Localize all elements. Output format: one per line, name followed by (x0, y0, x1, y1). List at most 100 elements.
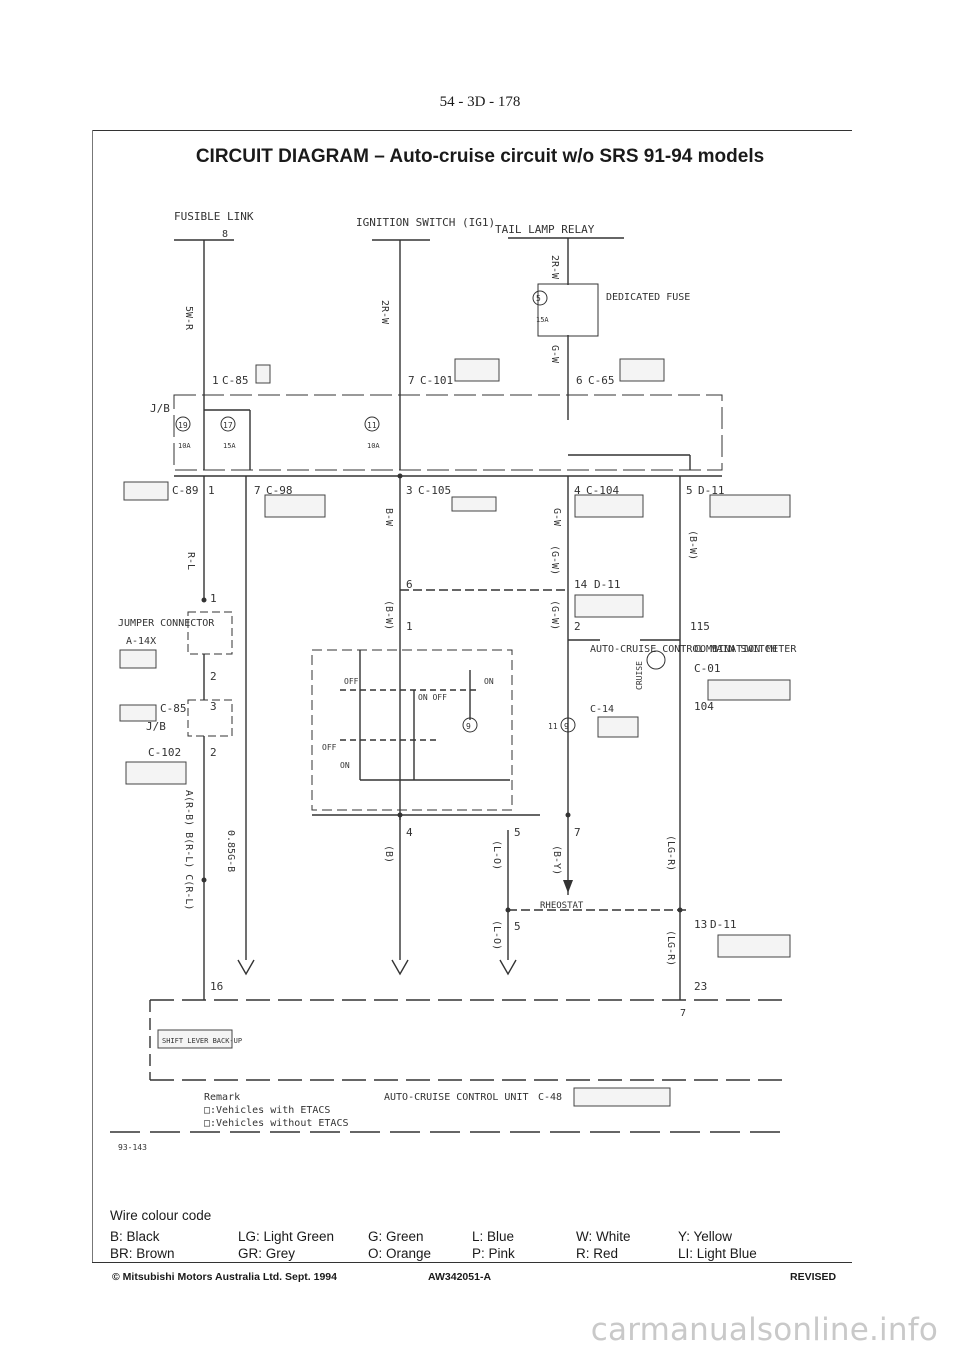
connector-label: D-11 (698, 484, 725, 497)
connector-label: C-102 (148, 746, 181, 759)
wire-label: (B-W) (383, 600, 394, 630)
wire-label: 2R-W (549, 255, 560, 280)
remark-title: Remark (204, 1092, 240, 1103)
legend-entry: R: Red (576, 1246, 619, 1261)
pin-label: 6 (406, 578, 413, 591)
control-unit-label: AUTO-CRUISE CONTROL UNIT (384, 1092, 529, 1103)
wire-label: 2R-W (379, 300, 390, 325)
legend-entry: W: White (576, 1229, 631, 1244)
connector-label: C-01 (694, 662, 721, 675)
connector-label: C-105 (418, 484, 451, 497)
wire-label: (L-O) (491, 920, 502, 950)
pin-label: 7 (574, 826, 581, 839)
shift-lever-label: SHIFT LEVER BACK-UP (162, 1037, 242, 1045)
frame-bottom-border (92, 1262, 852, 1263)
wire-label: R-L (185, 552, 196, 570)
feed-ignition-switch: IGNITION SWITCH (IG1) (356, 216, 495, 229)
remark-line-2: □:Vehicles without ETACS (204, 1118, 349, 1129)
jb-label: J/B (150, 402, 170, 415)
pin-label: 7 (254, 484, 261, 497)
switch-on-label-2: ON (340, 761, 350, 770)
pin-label: 115 (690, 620, 710, 633)
wire-label: (B) (383, 845, 394, 863)
wire-label: G-W (549, 345, 560, 364)
pin-label: 13 (694, 918, 707, 931)
footer-status: REVISED (790, 1271, 837, 1283)
fuse-amps: 15A (536, 316, 549, 324)
legend-entry: GR: Grey (238, 1246, 296, 1261)
legend-table: B: Black LG: Light Green G: Green L: Blu… (110, 1228, 757, 1262)
wire-label: (LG-R) (665, 930, 676, 966)
fuse-number: 19 (178, 421, 188, 430)
rheostat-label: RHEOSTAT (540, 901, 584, 911)
pin-label: 1 (406, 620, 413, 633)
fuse-number: 17 (223, 421, 233, 430)
pin-label: 16 (210, 980, 223, 993)
connector-label: D-11 (710, 918, 737, 931)
pin-label: 1 (212, 374, 219, 387)
pin-label: 104 (694, 700, 714, 713)
pin-label: 7 (680, 1008, 686, 1019)
connector-label: C-89 (172, 484, 199, 497)
pin-label: 4 (574, 484, 581, 497)
connector-label: A-14X (126, 636, 156, 647)
pin-label: 9 (466, 722, 471, 731)
connector-label: C-85 (222, 374, 249, 387)
footer-copyright: © Mitsubishi Motors Australia Ltd. Sept.… (112, 1271, 337, 1283)
frame-left-border (92, 130, 93, 1263)
wire-label: (B-Y) (551, 845, 562, 875)
pin-label: 14 (574, 578, 588, 591)
wire-label: G-W (551, 508, 562, 527)
diagram-title: CIRCUIT DIAGRAM – Auto-cruise circuit w/… (195, 146, 765, 167)
fuse-amps: 10A (178, 442, 191, 450)
legend-entry: G: Green (368, 1229, 424, 1244)
legend-entry: BR: Brown (110, 1246, 175, 1261)
legend-row: BR: Brown GR: Grey O: Orange P: Pink R: … (110, 1245, 757, 1262)
pin-label: 11 (548, 722, 558, 731)
footer-doc-code: AW342051-A (428, 1271, 492, 1283)
pin-label: 5 (514, 920, 521, 933)
wire-label: A(R-B) B(R-L) C(R-L) (183, 790, 194, 910)
connector-label: C-98 (266, 484, 293, 497)
legend-entry: LI: Light Blue (678, 1246, 757, 1261)
pin-label: 3 (406, 484, 413, 497)
legend-entry: L: Blue (472, 1229, 515, 1244)
remark-line-1: □:Vehicles with ETACS (204, 1105, 330, 1116)
legend-entry: P: Pink (472, 1246, 515, 1261)
connector-label: C-65 (588, 374, 615, 387)
switch-on-label: ON (484, 677, 494, 686)
pin-label: 23 (694, 980, 707, 993)
cruise-label: CRUISE (635, 661, 644, 690)
pin-label: 5 (514, 826, 521, 839)
switch-onoff-label: ON OFF (418, 693, 447, 702)
pin-label: 1 (208, 484, 215, 497)
wire-label: (LG-R) (665, 835, 676, 871)
pin-label: 9 (564, 722, 569, 731)
feed-fusible-ref: 8 (222, 229, 228, 240)
switch-ref: C-14 (590, 704, 614, 715)
watermark[interactable]: carmanualsonline.info (590, 1312, 938, 1348)
feed-tail-lamp-relay: TAIL LAMP RELAY (495, 223, 595, 236)
frame-top-border (92, 130, 852, 131)
connector-label: C-48 (538, 1092, 562, 1103)
dedicated-fuse-label: DEDICATED FUSE (606, 292, 690, 303)
wire-colour-legend: Wire colour code B: Black LG: Light Gree… (110, 1208, 757, 1262)
wire-label: (G-W) (549, 545, 560, 575)
pin-label: 2 (574, 620, 581, 633)
wire-label: (G-W) (549, 600, 560, 630)
pin-label: 2 (210, 746, 217, 759)
jumper-connector-label: JUMPER CONNECTOR (118, 618, 215, 629)
legend-entry: LG: Light Green (238, 1229, 335, 1244)
wire-label: (B-W) (687, 530, 698, 560)
legend-row: B: Black LG: Light Green G: Green L: Blu… (110, 1228, 757, 1245)
fuse-amps: 10A (367, 442, 380, 450)
legend-entry: B: Black (110, 1229, 160, 1244)
pin-label: 7 (408, 374, 415, 387)
pin-label: 6 (576, 374, 583, 387)
legend-entry: Y: Yellow (678, 1229, 733, 1244)
wire-label: (L-O) (491, 840, 502, 870)
combination-meter-label: COMBINATION METER (694, 644, 797, 655)
feed-fusible-link: FUSIBLE LINK (174, 210, 254, 223)
pin-label: 3 (210, 700, 217, 713)
fuse-amps: 15A (223, 442, 236, 450)
